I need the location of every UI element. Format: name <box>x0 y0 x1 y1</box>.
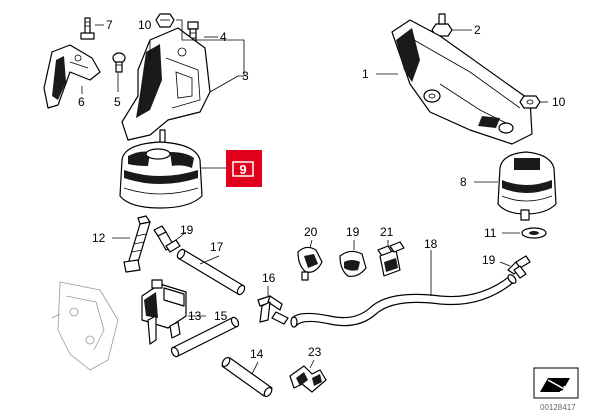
callout-16[interactable]: 16 <box>262 271 276 285</box>
callout-19-right[interactable]: 19 <box>482 253 496 267</box>
nut-10-right[interactable] <box>519 95 541 109</box>
callout-9: 9 <box>239 162 246 177</box>
mount-bracket-1[interactable] <box>391 19 533 145</box>
callout-12[interactable]: 12 <box>92 231 106 245</box>
t-connector-16[interactable] <box>257 295 289 325</box>
bolt-5[interactable] <box>112 52 126 73</box>
hose-18[interactable] <box>290 273 518 328</box>
bolt-7[interactable] <box>80 17 95 40</box>
engine-bracket-3[interactable] <box>121 27 211 141</box>
callout-11[interactable]: 11 <box>484 226 497 240</box>
callout-2[interactable]: 2 <box>474 23 481 37</box>
callout-1[interactable]: 1 <box>362 67 369 81</box>
engine-mount-9[interactable] <box>119 129 203 209</box>
callout-18[interactable]: 18 <box>424 237 438 251</box>
clip-21[interactable] <box>377 241 405 277</box>
callout-14[interactable]: 14 <box>250 347 264 361</box>
clip-22[interactable] <box>297 246 323 281</box>
clip-23[interactable] <box>289 365 327 393</box>
callout-21[interactable]: 21 <box>380 225 394 239</box>
callout-17[interactable]: 17 <box>210 240 224 254</box>
washer-11[interactable] <box>521 227 547 239</box>
callout-8[interactable]: 8 <box>460 175 467 189</box>
hose-14[interactable] <box>221 356 274 398</box>
callout-19-left[interactable]: 19 <box>180 223 194 237</box>
callout-20[interactable]: 19 <box>346 225 360 239</box>
callout-5[interactable]: 5 <box>114 95 121 109</box>
callout-labels: 7 10 4 3 5 6 1 2 10 8 11 12 19 17 16 13 … <box>78 18 566 361</box>
hose-15[interactable] <box>170 316 240 358</box>
callout-4[interactable]: 4 <box>220 30 227 44</box>
callout-23[interactable]: 23 <box>308 345 322 359</box>
callout-22[interactable]: 20 <box>304 225 318 239</box>
callout-7[interactable]: 7 <box>106 18 113 32</box>
hose-17[interactable] <box>176 248 246 296</box>
highlighted-callout-9[interactable]: 9 <box>226 150 262 187</box>
connector-19-right[interactable] <box>507 255 531 279</box>
orientation-arrow-icon <box>533 367 579 399</box>
connector-19-left[interactable] <box>153 225 181 253</box>
callout-13[interactable]: 13 <box>188 309 202 323</box>
bolt-12[interactable] <box>123 215 151 273</box>
leader-lines <box>81 19 548 375</box>
callout-10-right[interactable]: 10 <box>552 95 566 109</box>
nut-10-top[interactable] <box>155 13 175 28</box>
nut-2[interactable] <box>431 13 453 37</box>
valve-13[interactable] <box>141 279 187 345</box>
diagram-id: 00128417 <box>540 403 576 412</box>
bracket-6[interactable] <box>43 44 101 109</box>
callout-10-top[interactable]: 10 <box>138 18 152 32</box>
clip-20[interactable] <box>339 250 367 277</box>
background-bracket <box>51 281 119 371</box>
callout-15[interactable]: 15 <box>214 309 228 323</box>
callout-3[interactable]: 3 <box>242 69 249 83</box>
engine-mount-8[interactable] <box>497 151 557 221</box>
callout-6[interactable]: 6 <box>78 95 85 109</box>
